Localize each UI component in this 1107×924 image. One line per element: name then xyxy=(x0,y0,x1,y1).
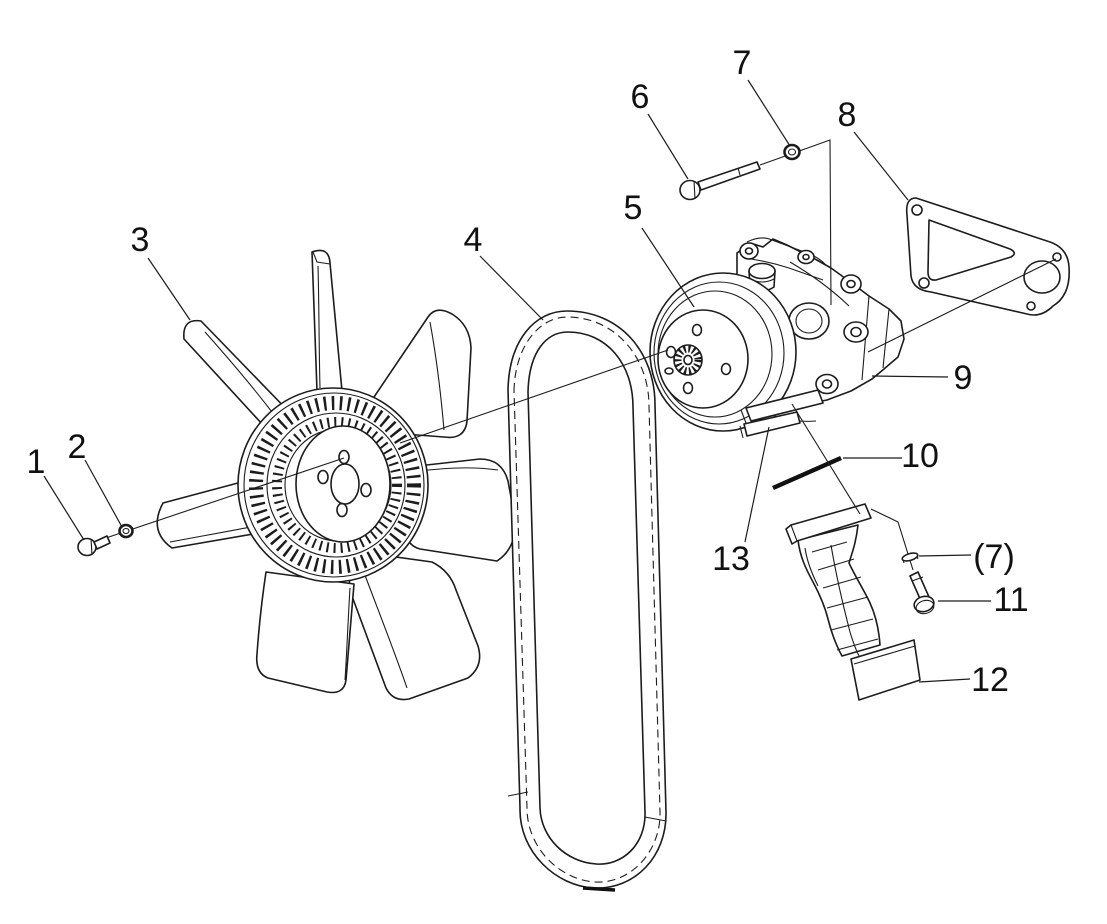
leader-12 xyxy=(918,678,971,683)
callout-12: 12 xyxy=(971,661,1009,699)
mounting-plates xyxy=(739,389,824,439)
leader-4 xyxy=(479,255,544,321)
leader-7-ref xyxy=(918,554,972,557)
callout-8: 8 xyxy=(838,96,857,134)
callout-labels: 1 2 3 4 5 6 7 8 9 10 11 12 13 (7) xyxy=(27,44,1029,699)
pump-bolt xyxy=(679,161,761,201)
leader-2 xyxy=(84,459,123,528)
pump-bolt-washer xyxy=(783,143,801,161)
assembly-axis-gasket xyxy=(867,258,1057,353)
assembly-axis-fan xyxy=(96,457,345,542)
callout-4: 4 xyxy=(464,221,483,259)
water-pump xyxy=(649,237,905,439)
leader-6 xyxy=(647,113,689,180)
leader-9 xyxy=(871,375,949,378)
leader-3 xyxy=(147,257,191,321)
callout-1: 1 xyxy=(27,443,46,481)
fan-bolt xyxy=(77,535,111,557)
leader-7 xyxy=(747,79,791,147)
callout-3: 3 xyxy=(131,221,150,259)
callout-5: 5 xyxy=(624,189,643,227)
outlet-gasket-line xyxy=(772,455,842,491)
pump-bosses xyxy=(788,274,869,395)
leader-5 xyxy=(641,227,695,308)
leader-1 xyxy=(43,475,85,541)
leader-8 xyxy=(853,131,909,201)
pump-top-ears xyxy=(739,242,815,265)
callout-13: 13 xyxy=(712,540,750,578)
callout-6: 6 xyxy=(631,78,650,116)
callout-10: 10 xyxy=(901,437,939,475)
assembly-axis-pulley xyxy=(399,349,669,444)
cooling-fan xyxy=(156,249,516,701)
fan-hub-disc xyxy=(295,425,391,543)
pump-port xyxy=(788,302,830,340)
v-belt xyxy=(507,310,667,892)
fan-bolt-washer xyxy=(118,523,134,539)
assembly-axis-bolt6 xyxy=(759,139,832,306)
gasket-plate xyxy=(905,197,1070,316)
pump-pulley xyxy=(649,272,797,432)
callout-7-ref: (7) xyxy=(973,538,1015,576)
callout-9: 9 xyxy=(954,359,973,397)
leader-13 xyxy=(744,426,770,543)
transfer-bracket xyxy=(785,503,921,701)
callout-7: 7 xyxy=(733,44,752,82)
callout-2: 2 xyxy=(68,428,87,466)
callout-11: 11 xyxy=(993,581,1028,619)
bracket-bolt xyxy=(909,571,935,615)
bracket-washer xyxy=(901,552,919,564)
leader-lines xyxy=(43,79,991,683)
assembly-axis-bracket xyxy=(791,403,861,515)
